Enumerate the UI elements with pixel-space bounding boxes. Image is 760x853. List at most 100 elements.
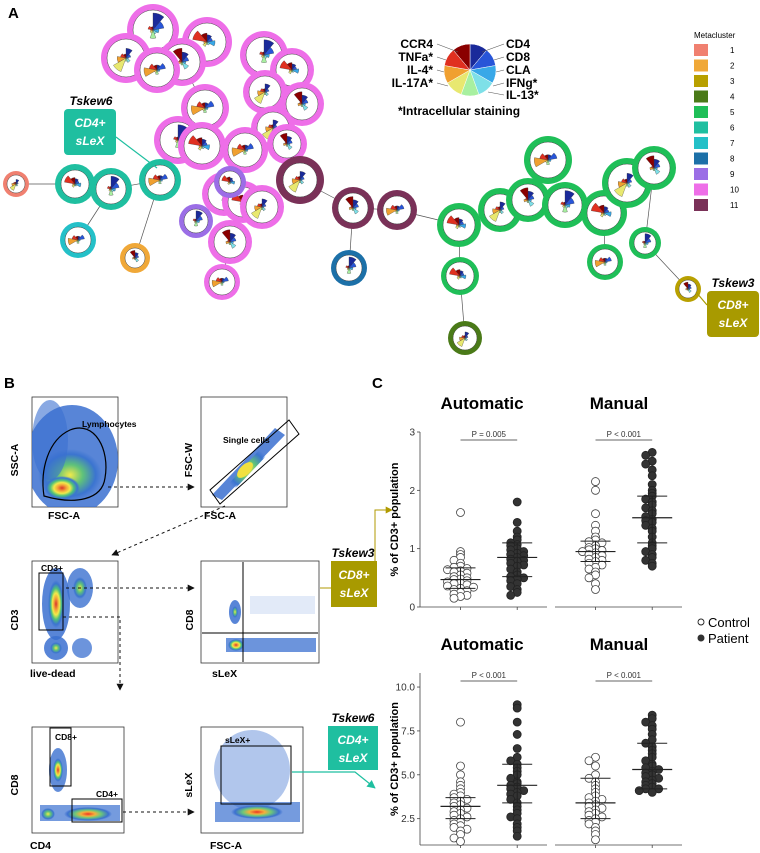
- legend-label-10: 10: [730, 186, 739, 195]
- scatter-point-patient: [647, 561, 657, 571]
- tskew6-box-b: [328, 726, 378, 770]
- flow-ylabel-cd8-1: CD8: [184, 609, 196, 630]
- legend-patient-marker: [697, 634, 705, 642]
- tree-nodes: [3, 4, 701, 355]
- tree-node-mc5: [629, 227, 661, 259]
- panel-a: A CCR4 TNFa* IL-4* IL-17A* CD4 CD8 CLA I…: [3, 4, 759, 355]
- scatter-ytick: 1: [409, 544, 415, 555]
- flow-plot-cd4-cd8: CD8+ CD4+ CD8 CD4: [9, 726, 125, 852]
- scatter-pvalue-1: P < 0.001: [607, 430, 642, 439]
- legend-label-6: 6: [730, 124, 735, 133]
- scatter-point-patient: [647, 787, 657, 797]
- scatter-ylabel-2: % of CD3+ population: [389, 702, 401, 816]
- scatter-point-patient: [512, 703, 522, 713]
- tree-node-mc5: [587, 244, 623, 280]
- scatter-point-patient: [512, 730, 522, 739]
- tree-node-mc10: [181, 84, 229, 132]
- tree-node-mc7: [60, 222, 96, 258]
- tree-node-mc10: [208, 220, 252, 264]
- tree-node-mc10: [267, 124, 307, 164]
- scatter-point-patient: [634, 786, 644, 795]
- key-cd4: CD4: [506, 37, 530, 51]
- tskew6-callout-a: Tskew6 CD4+ sLeX: [64, 94, 158, 169]
- tree-node-mc5: [506, 178, 550, 222]
- flow-plot-lymphocytes: Lymphocytes SSC-A FSC-A: [9, 396, 137, 522]
- scatter-point-patient: [512, 518, 522, 527]
- tree-node-mc6: [139, 159, 181, 201]
- scatter-point-control: [584, 573, 594, 583]
- scatter-ytick: 5.0: [401, 770, 415, 781]
- tskew3-box-a: [707, 291, 759, 337]
- scatter-point-patient: [506, 590, 516, 600]
- tree-node-mc6: [55, 164, 95, 204]
- tree-node-mc10: [222, 127, 268, 173]
- flow-gate-cd3: CD3+: [41, 563, 63, 573]
- flow-xlabel-slex: sLeX: [212, 668, 237, 680]
- scatter-ytick: 3: [409, 428, 415, 439]
- scatter-point-control: [591, 485, 600, 495]
- scatter-point-patient: [647, 471, 657, 481]
- tskew3-line1-a: CD8+: [717, 298, 748, 312]
- tskew6-callout-b: Tskew6 CD4+ sLeX: [328, 711, 378, 770]
- tree-node-mc11: [377, 190, 417, 230]
- scatter-ytick: 0: [409, 603, 415, 614]
- flow-xlabel-live-dead: live-dead: [30, 668, 76, 680]
- tree-node-mc9: [214, 166, 246, 198]
- legend-swatch-2: [694, 59, 708, 72]
- flow-xlabel-cd4: CD4: [30, 840, 51, 852]
- scatter-point-control: [584, 756, 594, 766]
- scatter-ylabel-0: % of CD3+ population: [389, 462, 401, 576]
- tskew3-title-b: Tskew3: [332, 546, 375, 560]
- metacluster-legend-title: Metacluster: [694, 31, 736, 40]
- tree-node-mc10: [240, 185, 284, 229]
- key-tnfa: TNFa*: [398, 50, 433, 64]
- tskew3-title-a: Tskew3: [712, 276, 755, 290]
- tree-node-mc8: [331, 250, 367, 286]
- tree-node-mc10: [243, 70, 287, 114]
- legend-control: Control: [708, 615, 750, 630]
- flow-plot-slex: sLeX+ sLeX FSC-A: [183, 726, 304, 852]
- panel-c-legend: Control Patient: [697, 615, 750, 646]
- tskew6-title-a: Tskew6: [70, 94, 113, 108]
- legend-label-11: 11: [730, 201, 739, 210]
- scatter-pvalue-2: P < 0.001: [472, 671, 507, 680]
- tree-node-mc5: [632, 146, 676, 190]
- tskew3-line2-b: sLeX: [340, 586, 370, 600]
- legend-swatch-1: [694, 44, 708, 56]
- legend-label-5: 5: [730, 108, 735, 117]
- legend-label-4: 4: [730, 93, 735, 102]
- legend-control-marker: [697, 618, 705, 626]
- tree-node-mc4: [448, 321, 482, 355]
- flow-ylabel-fsc-w: FSC-W: [183, 443, 195, 477]
- scatter-point-control: [456, 508, 465, 517]
- tskew3-callout-a: Tskew3 CD8+ sLeX: [695, 276, 759, 337]
- tree-node-mc9: [179, 204, 213, 238]
- scatter-pvalue-0: P = 0.005: [472, 430, 507, 439]
- marker-key-pie: [436, 43, 505, 97]
- legend-swatch-4: [694, 90, 708, 103]
- flow-gate-single-cells: Single cells: [223, 435, 270, 445]
- flow-ylabel-ssc-a: SSC-A: [9, 443, 21, 476]
- scatter-ytick: 2: [409, 486, 415, 497]
- flow-plot-cd3: CD3+ CD3 live-dead: [9, 560, 119, 680]
- tree-node-mc2: [120, 243, 150, 273]
- tree-node-mc1: [3, 171, 29, 197]
- tskew6-title-b: Tskew6: [332, 711, 375, 725]
- tree-node-mc3: [675, 276, 701, 302]
- key-cd8: CD8: [506, 50, 530, 64]
- key-ifng: IFNg*: [506, 76, 538, 90]
- tree-node-mc10: [134, 47, 180, 93]
- scatter-ytick: 10.0: [396, 683, 416, 694]
- legend-swatch-3: [694, 75, 708, 87]
- scatter-ytick: 2.5: [401, 814, 415, 825]
- legend-label-8: 8: [730, 155, 735, 164]
- flow-gate-lymphocytes: Lymphocytes: [82, 419, 137, 429]
- scatter-point-control: [456, 717, 465, 727]
- scatter-point-control: [456, 761, 465, 771]
- scatter-point-control: [591, 585, 600, 594]
